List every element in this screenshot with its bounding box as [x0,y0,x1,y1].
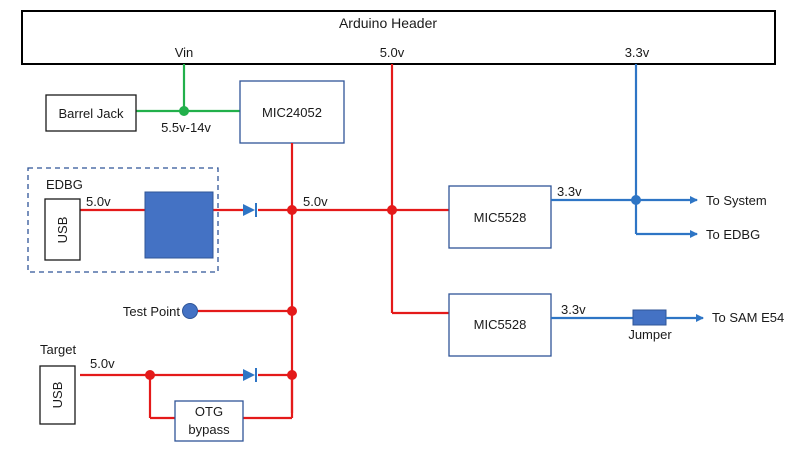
regulator1-box [448,185,552,249]
regulator1-label: MIC5528 [474,210,527,225]
header-5v-label: 5.0v [380,45,405,60]
bus-junction-edbg [287,205,297,215]
target-usb-label: USB [50,382,65,409]
edbg-chip [144,191,214,259]
mic24052-label: MIC24052 [262,105,322,120]
otg-junction [145,370,155,380]
to-sam-label: To SAM E54 [712,310,784,325]
jumper-label: Jumper [628,327,672,342]
bus-junction-header [387,205,397,215]
edbg-5v-label: 5.0v [86,194,111,209]
edbg-usb-label: USB [55,217,70,244]
target-usb-box [39,365,76,425]
test-point-label: Test Point [123,304,180,319]
otg-label-line2: bypass [188,422,230,437]
target-title: Target [40,342,77,357]
blue-junction [631,195,641,205]
otg-bypass-box [174,400,244,442]
jumper-block [632,309,667,326]
target-5v-label: 5.0v [90,356,115,371]
otg-label-line1: OTG [195,404,223,419]
mic24052-box [239,80,345,144]
arduino-header-title: Arduino Header [339,15,437,31]
arduino-header-box [21,10,776,65]
regulator2-box [448,293,552,357]
vin-junction [179,106,189,116]
bus-junction-target [287,370,297,380]
test-point-marker [182,303,198,319]
regulator2-out-label: 3.3v [561,302,586,317]
target-diode-icon [243,368,257,382]
barrel-jack-range: 5.5v-14v [161,120,211,135]
to-edbg-label: To EDBG [706,227,760,242]
regulator1-out-label: 3.3v [557,184,582,199]
barrel-jack-box [45,94,137,132]
edbg-diode-icon [243,203,257,217]
edbg-title: EDBG [46,177,83,192]
regulator2-label: MIC5528 [474,317,527,332]
edbg-group-border [27,167,219,273]
barrel-jack-label: Barrel Jack [58,106,124,121]
bus-5v-label: 5.0v [303,194,328,209]
edbg-usb-box [44,198,81,261]
header-3v3-label: 3.3v [625,45,650,60]
bus-junction-test-point [287,306,297,316]
to-system-label: To System [706,193,767,208]
header-vin-label: Vin [175,45,194,60]
